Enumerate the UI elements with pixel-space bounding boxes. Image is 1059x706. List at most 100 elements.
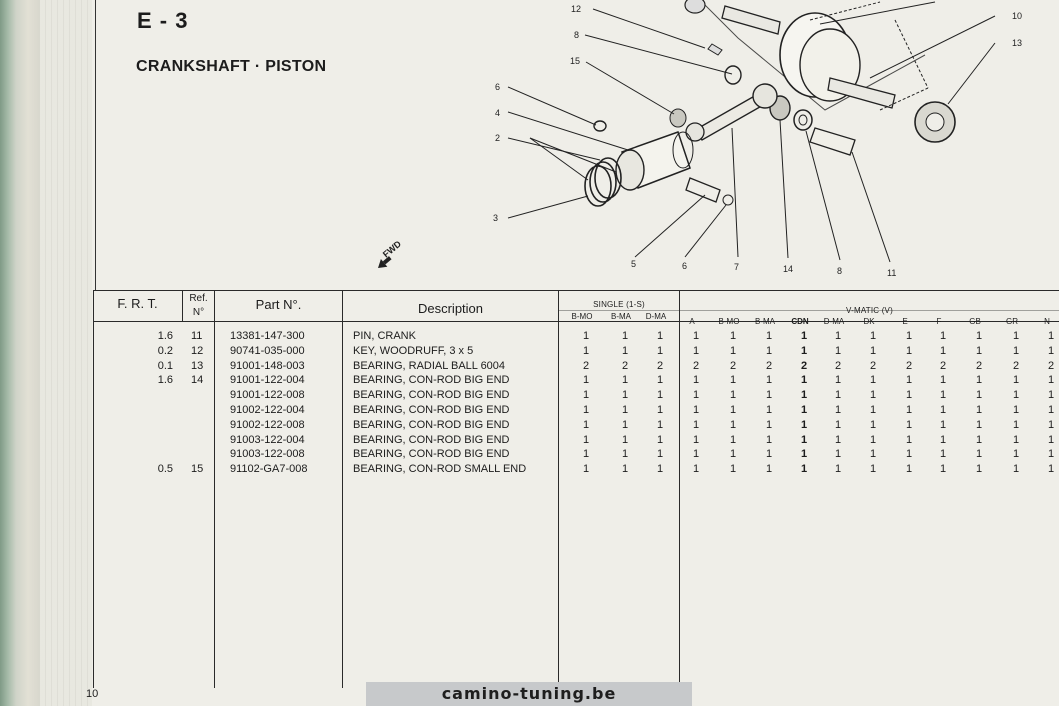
row-quantity: 1 bbox=[765, 463, 773, 476]
section-id: E - 3 bbox=[137, 8, 189, 33]
row-quantity: 1 bbox=[1012, 418, 1020, 431]
row-quantity: 1 bbox=[800, 330, 808, 342]
row-quantity: 1 bbox=[621, 418, 629, 431]
callout-7: 7 bbox=[734, 262, 739, 272]
row-quantity: 1 bbox=[834, 404, 842, 416]
header-ref: Ref. bbox=[189, 293, 208, 304]
row-quantity: 1 bbox=[1047, 448, 1055, 461]
single-group-rule bbox=[559, 310, 679, 311]
callout-15: 15 bbox=[570, 56, 580, 66]
diagram-svg: FWD 12 8 15 6 4 2 3 10 13 5 6 7 14 8 11 bbox=[378, 0, 1022, 278]
row-quantity: 2 bbox=[800, 359, 808, 372]
row-quantity: 1 bbox=[800, 433, 808, 446]
row-quantity: 1 bbox=[939, 330, 947, 342]
callout-14: 14 bbox=[783, 264, 793, 274]
model-column-f: F bbox=[936, 317, 942, 326]
row-description: BEARING, CON-ROD BIG END bbox=[353, 404, 510, 416]
row-quantity: 2 bbox=[582, 359, 590, 372]
row-quantity: 1 bbox=[800, 389, 808, 402]
page-edges bbox=[40, 0, 95, 706]
row-quantity: 1 bbox=[621, 448, 629, 461]
row-quantity: 1 bbox=[765, 448, 773, 461]
col-rule-frt bbox=[182, 290, 183, 322]
row-description: BEARING, CON-ROD BIG END bbox=[353, 418, 510, 431]
row-quantity: 1 bbox=[869, 404, 877, 416]
section-title: CRANKSHAFT · PISTON bbox=[136, 58, 327, 75]
row-part-number: 91003-122-008 bbox=[230, 448, 305, 461]
row-quantity: 1 bbox=[621, 344, 629, 357]
row-quantity: 1 bbox=[765, 344, 773, 357]
row-ref: 11 bbox=[191, 330, 203, 342]
model-column-gb: GB bbox=[969, 317, 981, 326]
row-quantity: 1 bbox=[834, 330, 842, 342]
row-quantity: 1 bbox=[729, 448, 737, 461]
col-rule-part bbox=[342, 290, 343, 688]
row-quantity: 1 bbox=[656, 344, 664, 357]
row-part-number: 90741-035-000 bbox=[230, 344, 305, 357]
row-quantity: 2 bbox=[869, 359, 877, 372]
row-quantity: 1 bbox=[834, 389, 842, 402]
row-quantity: 2 bbox=[692, 359, 700, 372]
fwd-label: FWD bbox=[381, 238, 404, 259]
row-quantity: 1 bbox=[939, 389, 947, 402]
table-header-rule bbox=[93, 321, 1059, 322]
col-rule-ref bbox=[214, 290, 215, 688]
row-quantity: 1 bbox=[656, 404, 664, 416]
row-quantity: 1 bbox=[975, 418, 983, 431]
row-ref: 15 bbox=[191, 463, 204, 476]
row-quantity: 1 bbox=[656, 418, 664, 431]
header-single-group: SINGLE (1-S) bbox=[593, 300, 645, 309]
watermark-banner: camino-tuning.be bbox=[366, 682, 692, 706]
row-quantity: 1 bbox=[1047, 344, 1055, 357]
row-quantity: 1 bbox=[905, 463, 913, 476]
catalog-page bbox=[92, 0, 1059, 706]
row-part-number: 13381-147-300 bbox=[230, 330, 305, 342]
row-quantity: 1 bbox=[905, 344, 913, 357]
row-quantity: 1 bbox=[582, 344, 590, 357]
row-quantity: 1 bbox=[621, 330, 629, 342]
callout-5: 5 bbox=[631, 259, 636, 269]
row-quantity: 1 bbox=[800, 404, 808, 416]
model-column-b-ma: B-MA bbox=[755, 317, 775, 326]
row-frt: 0.1 bbox=[157, 359, 173, 372]
row-quantity: 1 bbox=[1047, 389, 1055, 402]
row-part-number: 91003-122-004 bbox=[230, 433, 305, 446]
callout-8-bottom: 8 bbox=[837, 266, 842, 276]
header-description: Description bbox=[417, 301, 484, 316]
row-quantity: 2 bbox=[1047, 359, 1055, 372]
row-description: BEARING, CON-ROD SMALL END bbox=[353, 463, 527, 476]
row-quantity: 1 bbox=[692, 418, 700, 431]
row-quantity: 1 bbox=[1047, 463, 1055, 476]
row-quantity: 1 bbox=[582, 330, 590, 342]
row-quantity: 2 bbox=[765, 359, 773, 372]
row-part-number: 91002-122-008 bbox=[230, 418, 305, 431]
row-quantity: 1 bbox=[905, 418, 913, 431]
model-column-b-mo: B-MO bbox=[718, 317, 740, 326]
row-quantity: 2 bbox=[834, 359, 842, 372]
row-quantity: 1 bbox=[656, 448, 664, 461]
row-quantity: 1 bbox=[692, 404, 700, 416]
row-quantity: 1 bbox=[765, 389, 773, 402]
row-frt: 1.6 bbox=[157, 330, 173, 342]
callout-10: 10 bbox=[1012, 11, 1022, 21]
row-quantity: 2 bbox=[975, 359, 983, 372]
model-column-b-mo: B-MO bbox=[571, 312, 593, 321]
model-column-d-ma: D-MA bbox=[645, 312, 667, 321]
row-quantity: 1 bbox=[582, 374, 590, 387]
row-description: BEARING, CON-ROD BIG END bbox=[353, 389, 510, 402]
row-quantity: 2 bbox=[621, 359, 629, 372]
row-quantity: 1 bbox=[939, 404, 947, 416]
model-column-gr: GR bbox=[1006, 317, 1018, 326]
callout-6-top: 6 bbox=[495, 82, 500, 92]
row-quantity: 1 bbox=[905, 433, 913, 446]
row-quantity: 1 bbox=[1012, 344, 1020, 357]
row-quantity: 1 bbox=[1047, 418, 1055, 431]
model-column-n: N bbox=[1044, 317, 1050, 326]
callout-4: 4 bbox=[495, 108, 500, 118]
row-quantity: 1 bbox=[869, 374, 877, 387]
callout-11: 11 bbox=[887, 268, 896, 278]
row-ref: 12 bbox=[191, 344, 204, 357]
row-quantity: 1 bbox=[692, 344, 700, 357]
header-vmatic-group: V-MATIC (V) bbox=[846, 306, 893, 315]
row-quantity: 1 bbox=[800, 418, 808, 431]
